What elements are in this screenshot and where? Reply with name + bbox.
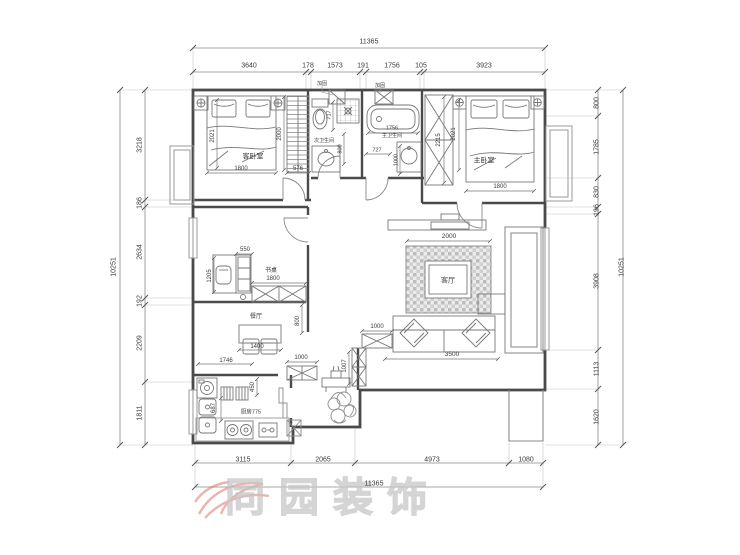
tv [430,221,470,230]
dining-table [238,324,282,344]
door-master-bathroom [365,177,389,201]
hall-cabinet [361,333,393,349]
bay-window-master [545,125,573,202]
desk [212,254,252,294]
bay-window-left [169,145,195,205]
nightstand-lamp [193,95,209,111]
door-kitchen-leaf [278,387,284,404]
furniture-guest-bedroom [193,95,310,173]
counter [195,417,290,442]
sink [396,141,422,173]
terrace-outline [508,390,544,442]
furniture-living-room [387,213,544,354]
windows [169,125,573,435]
sink [198,398,217,416]
stove [224,420,254,440]
chair [242,338,260,355]
bed [206,95,277,171]
washer [196,377,218,399]
dimension-lines [119,47,624,488]
sink [198,416,217,434]
door-guest-bedroom [282,177,306,201]
watermark-text: 同园装饰 [224,476,441,520]
sofa-cushion [461,318,491,348]
bed [465,95,535,183]
toilet [311,98,329,108]
furniture-dining [238,324,282,355]
chair [260,338,278,355]
sink [311,145,341,173]
window-seat [504,226,544,354]
coffee-table [424,260,472,299]
door-study [283,217,309,243]
furniture-study [212,254,307,303]
watermark-logo-swoosh [194,480,270,519]
plant [327,391,357,424]
furniture-entry [286,333,393,424]
door-second-bathroom [317,155,341,179]
furniture-second-bathroom [311,98,360,173]
interior-walls [193,90,545,427]
sofa-cushion [399,318,429,348]
chair [215,265,232,285]
nightstand-lamp [530,95,545,110]
door-master-bedroom [456,202,483,229]
tv-unit [387,219,487,231]
watermark: 同园装饰 [185,468,545,538]
outer-walls [191,88,547,445]
furniture-kitchen [195,377,290,442]
flue [328,89,346,105]
furniture-master-bedroom [424,94,545,186]
interior-dimension-lines [195,94,537,424]
doors [278,155,483,437]
extension-lines [120,48,623,487]
flue [374,89,394,105]
console-table [321,377,351,388]
control-panel [258,422,278,438]
